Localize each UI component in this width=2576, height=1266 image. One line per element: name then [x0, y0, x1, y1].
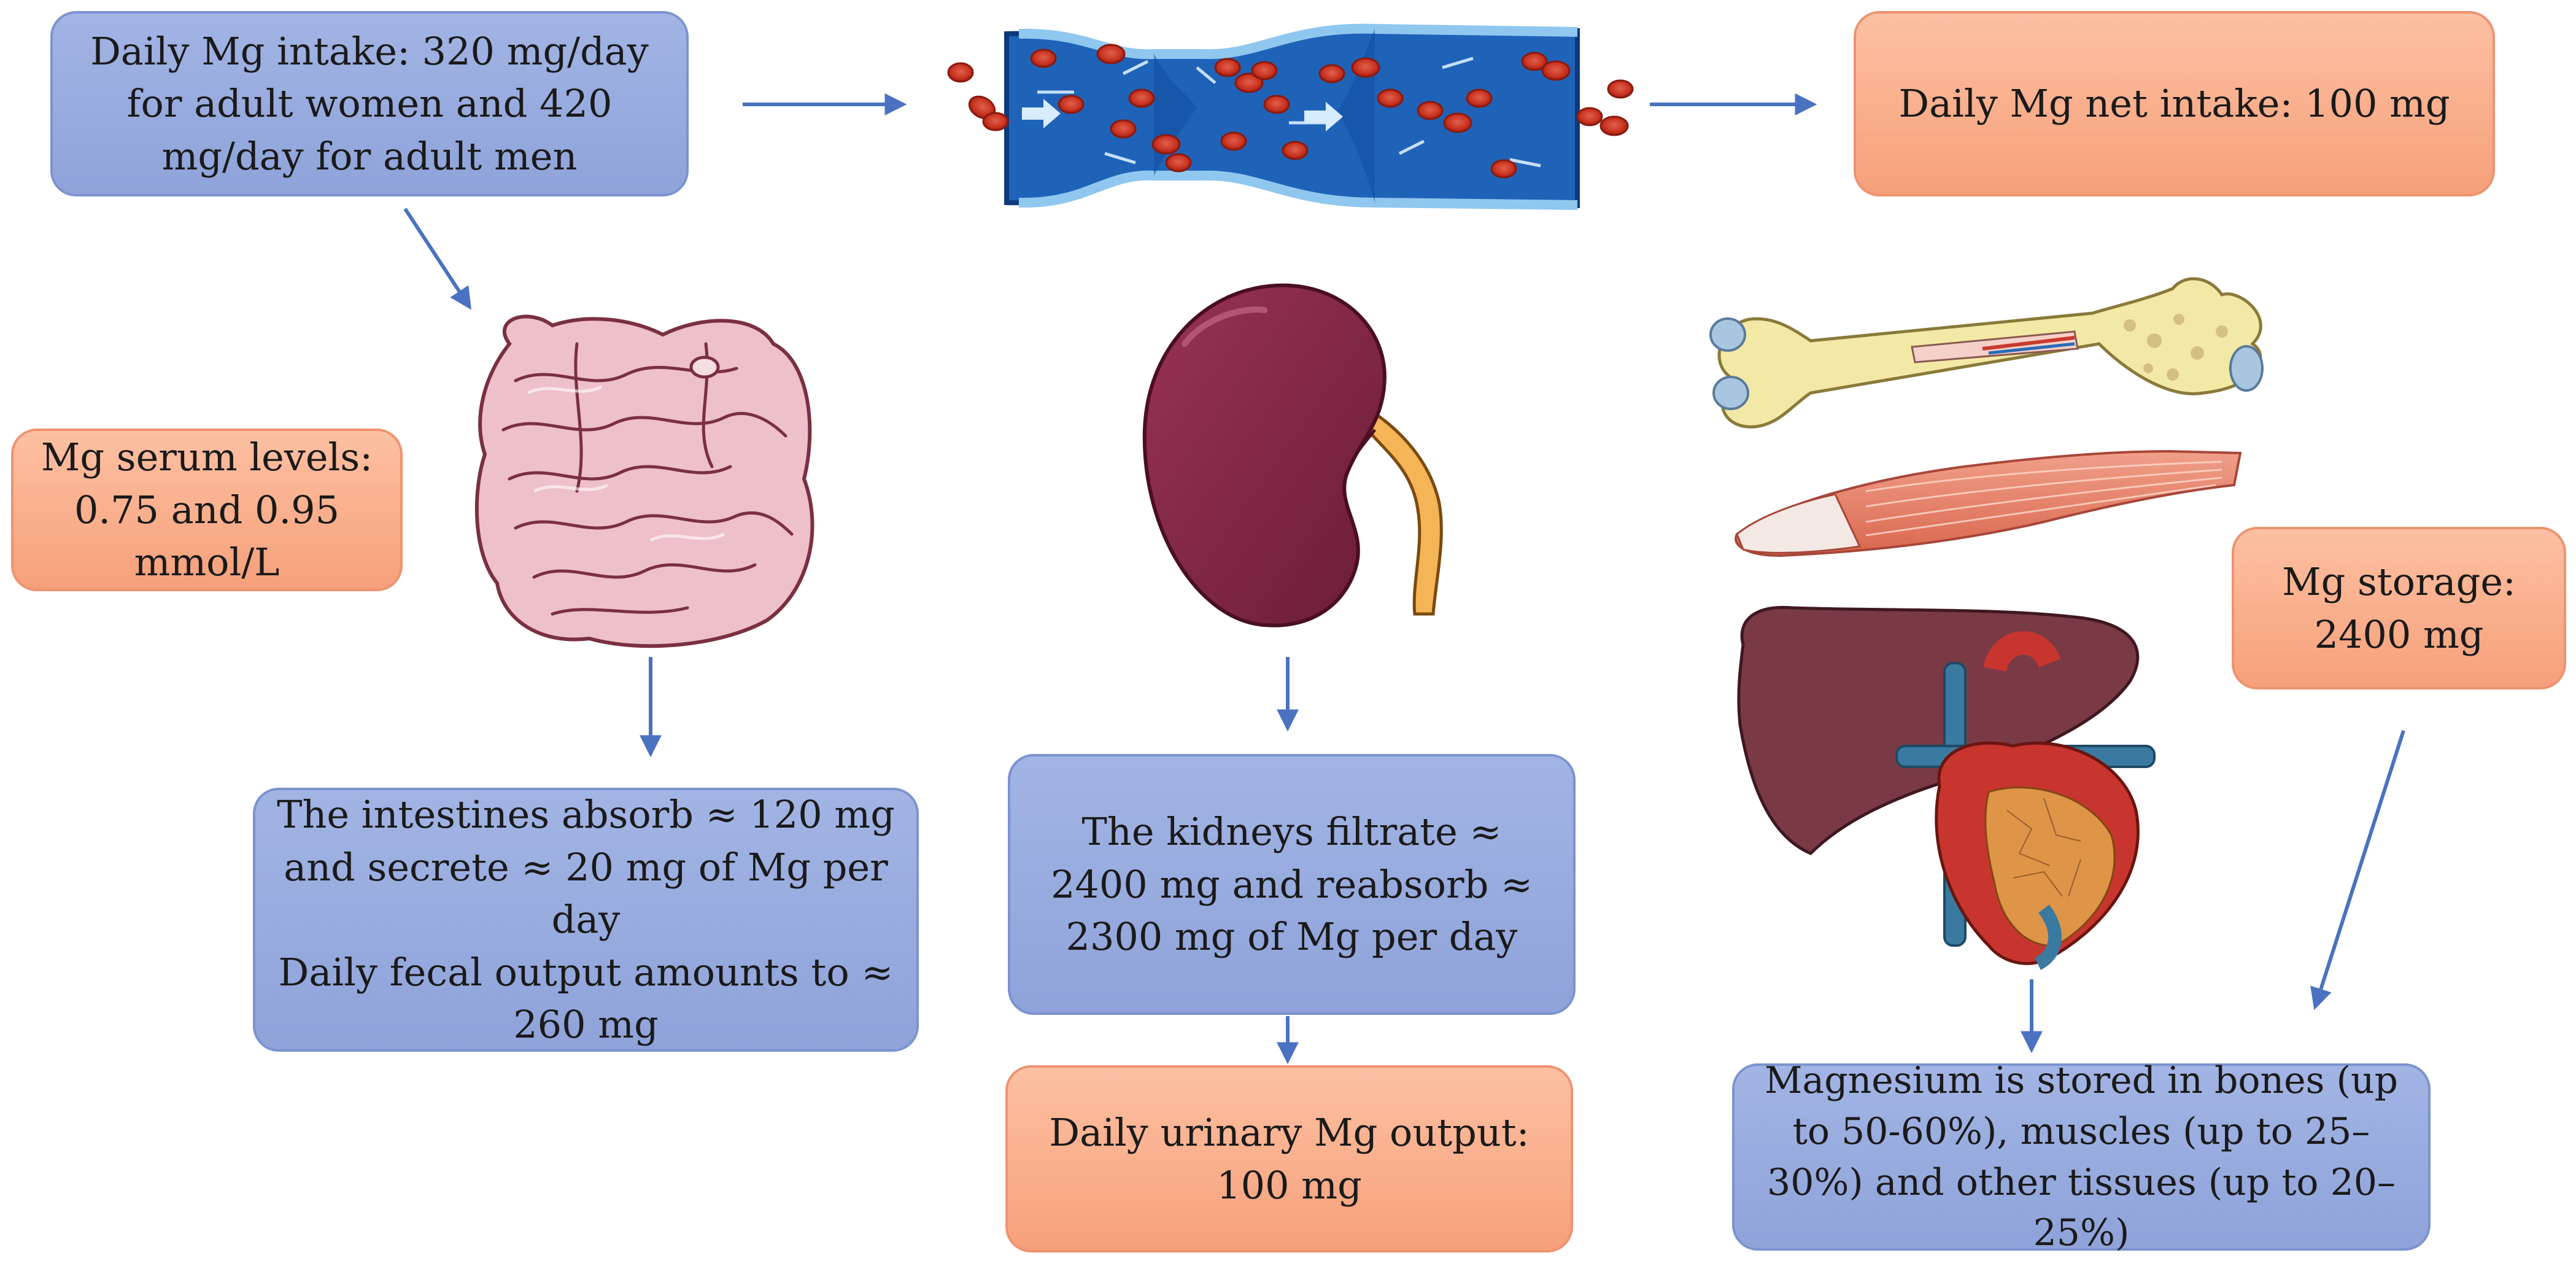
kidney-icon	[1142, 283, 1443, 627]
intestine-icon	[474, 314, 814, 648]
storage-distribution-box: Magnesium is stored in bones (up to 50-6…	[1732, 1059, 2431, 1254]
flow-arrows	[403, 93, 2405, 1065]
arrow-storage-to-distribution	[2310, 730, 2405, 1011]
storage-distribution-text: Magnesium is stored in bones (up to 50-6…	[1764, 1058, 2398, 1255]
urinary-output-text: Daily urinary Mg output: 100 mg	[1049, 1109, 1530, 1208]
fecal-output-text: Daily fecal output amounts to ≈ 260 mg	[278, 949, 894, 1047]
intestines-box: The intestines absorb ≈ 120 mg and secre…	[253, 788, 919, 1052]
serum-levels-text: Mg serum levels: 0.75 and 0.95 mmol/L	[41, 435, 373, 585]
arrow-intake-to-intestine	[403, 208, 471, 310]
daily-intake-box: Daily Mg intake: 320 mg/day for adult wo…	[50, 11, 689, 196]
net-intake-box: Daily Mg net intake: 100 mg	[1854, 11, 2495, 196]
urinary-output-box: Daily urinary Mg output: 100 mg	[1005, 1065, 1573, 1252]
serum-levels-box: Mg serum levels: 0.75 and 0.95 mmol/L	[11, 429, 403, 591]
storage-text: Mg storage: 2400 mg	[2282, 559, 2516, 657]
liver-heart-icon	[1737, 605, 2156, 970]
intestines-absorb-text: The intestines absorb ≈ 120 mg and secre…	[277, 792, 895, 942]
net-intake-text: Daily Mg net intake: 100 mg	[1898, 81, 2450, 126]
kidneys-box: The kidneys filtrate ≈ 2400 mg and reabs…	[1008, 754, 1576, 1015]
blood-vessel-icon	[947, 23, 1634, 210]
kidneys-filtrate-text: The kidneys filtrate ≈ 2400 mg and reabs…	[1050, 809, 1533, 960]
storage-box: Mg storage: 2400 mg	[2232, 527, 2566, 689]
muscle-icon	[1735, 449, 2242, 557]
bone-icon	[1709, 277, 2264, 429]
daily-intake-text: Daily Mg intake: 320 mg/day for adult wo…	[90, 28, 649, 179]
